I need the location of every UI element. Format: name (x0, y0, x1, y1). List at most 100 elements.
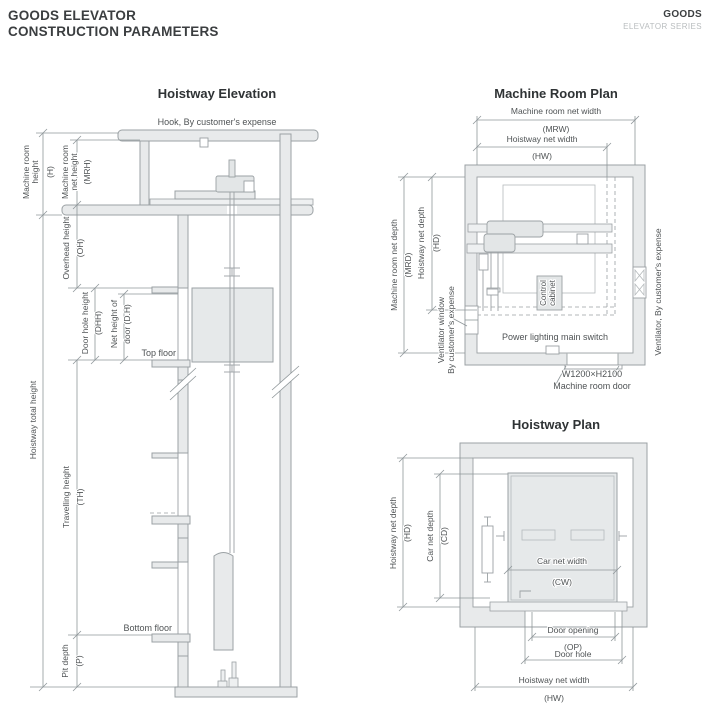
hw-label-hp: Hoistway net width (519, 675, 590, 685)
net-door-height-l2: door (D.H) (122, 304, 132, 344)
ventilator-window-label-l2: By customer's expense (446, 286, 456, 374)
ceiling-slab (117, 129, 319, 142)
elevation-title: Hoistway Elevation (158, 86, 277, 101)
cd-label: Car net depth (425, 510, 435, 562)
hw-code-hp: (HW) (544, 693, 564, 703)
brand-name: GOODS (663, 9, 702, 20)
net-door-height-l1: Net height of (109, 299, 119, 348)
hoistway-plan-dimensions (397, 453, 638, 692)
machine-room-door-gap (567, 353, 618, 365)
hoistway-door-gap (525, 607, 622, 627)
landing-sill (489, 601, 628, 612)
hd-label-mr: Hoistway net depth (416, 207, 426, 280)
left-wall-seg1 (177, 214, 189, 289)
ventilator-window-label-l1: Ventilator window (436, 296, 446, 363)
car-plan (507, 472, 618, 604)
document-title-line2: CONSTRUCTION PARAMETERS (8, 24, 219, 39)
mid-floor-lip (177, 523, 189, 539)
control-cabinet-l2: cabinet (548, 279, 557, 306)
mrd-label: Machine room net depth (389, 219, 399, 311)
cd-code: (CD) (439, 527, 449, 545)
counterweight (213, 552, 234, 651)
machine-room-left-wall (139, 140, 150, 207)
small-box (486, 288, 499, 296)
hoistway-total-height-label: Hoistway total height (28, 380, 38, 459)
break-mark-right (271, 365, 300, 399)
hd-code-hp: (HD) (402, 524, 412, 542)
bottom-floor-door-header (151, 561, 179, 569)
break-mark-left (169, 367, 197, 401)
elevation-dimensions (36, 128, 178, 692)
brand-series: ELEVATOR SERIES (623, 22, 702, 31)
bottom-floor-label: Bottom floor (123, 623, 172, 633)
hoistway-plan: Hoistway Plan (387, 417, 648, 704)
travelling-height-code: (TH) (75, 488, 85, 505)
ventilator-fan-icon (632, 266, 647, 299)
hook (199, 137, 209, 148)
hw-label-mr: Hoistway net width (507, 134, 578, 144)
right-wall (279, 133, 292, 688)
vent-leader (451, 317, 468, 327)
hd-code-mr: (HD) (431, 234, 441, 252)
guide-rail-left (496, 531, 505, 541)
dim-ticks-hoistway-plan (398, 453, 638, 692)
top-floor-door-header (151, 286, 179, 294)
hook-label: Hook, By customer's expense (158, 117, 277, 127)
dim-ticks-elevation (38, 128, 129, 692)
overhead-height-code: (OH) (75, 239, 85, 258)
machine-room-net-height-code: (MRH) (82, 159, 92, 184)
machine-shaft (228, 159, 236, 178)
door-hole-height-label: Door hole height (80, 291, 90, 354)
machine-bedplate (174, 190, 256, 200)
machine-room-labels: Machine room net width (MRW) Hoistway ne… (388, 105, 664, 392)
machine-room-net-height-l2: net height (69, 153, 79, 191)
hd-label-hp: Hoistway net depth (388, 497, 398, 570)
top-floor-slab (151, 359, 191, 368)
mrw-code: (MRW) (543, 124, 570, 134)
bottom-floor-slab (151, 633, 191, 643)
pit-floor (174, 686, 298, 698)
machine-room-height-l2: height (30, 160, 40, 184)
hoistway-plan-labels: Hoistway net depth (HD) Car net depth (C… (387, 496, 600, 704)
door-leader-1 (555, 365, 567, 385)
hoistway-elevation: Hoistway Elevation Hook, By customer's e… (20, 86, 319, 698)
rope-hitch-bottom (224, 364, 240, 373)
machine-room-net-height-l1: Machine room (60, 145, 70, 199)
machine-room-plan: Machine Room Plan (388, 86, 664, 392)
door-hole-label: Door hole (555, 649, 592, 659)
machine-room-height-code: (H) (45, 166, 55, 178)
overhead-height-label: Overhead height (61, 216, 71, 279)
power-switch-label: Power lighting main switch (502, 332, 608, 342)
brand-block: GOODS ELEVATOR SERIES (623, 9, 702, 31)
door-hole-height-code: (DHH) (93, 311, 103, 335)
elevation-structure (30, 129, 319, 698)
guide-rail-right (618, 531, 627, 541)
door-opening-label: Door opening (547, 625, 598, 635)
top-floor-label: Top floor (141, 348, 176, 358)
rope-hitch-top (224, 267, 240, 277)
dim-ticks-machine-room (399, 115, 640, 358)
door-size-label: W1200×H2100 (562, 369, 622, 379)
cw-code: (CW) (552, 577, 572, 587)
machine-room-dimensions (398, 115, 640, 358)
machine-room-door-label: Machine room door (553, 381, 631, 391)
mrd-code: (MRD) (403, 252, 413, 277)
document-title: GOODS ELEVATOR CONSTRUCTION PARAMETERS (8, 8, 219, 40)
car-fixture-1 (521, 529, 556, 541)
hoistway-plan-structure (459, 442, 648, 628)
hoistway-plan-title: Hoistway Plan (512, 417, 600, 432)
travelling-height-label: Travelling height (61, 465, 71, 528)
machine-room-interior (476, 176, 634, 354)
beam-box (576, 233, 589, 245)
control-cabinet (536, 275, 563, 311)
rope-slot (227, 205, 237, 215)
door-leader-2 (611, 365, 620, 378)
pit-buffers (217, 661, 239, 688)
elevator-car (191, 287, 274, 363)
bottom-floor-lip (177, 641, 189, 657)
mid-floor-door-header (151, 452, 179, 459)
document-title-line1: GOODS ELEVATOR (8, 8, 137, 23)
mid-floor-slab (151, 515, 191, 525)
car-plan-inner (510, 475, 615, 601)
